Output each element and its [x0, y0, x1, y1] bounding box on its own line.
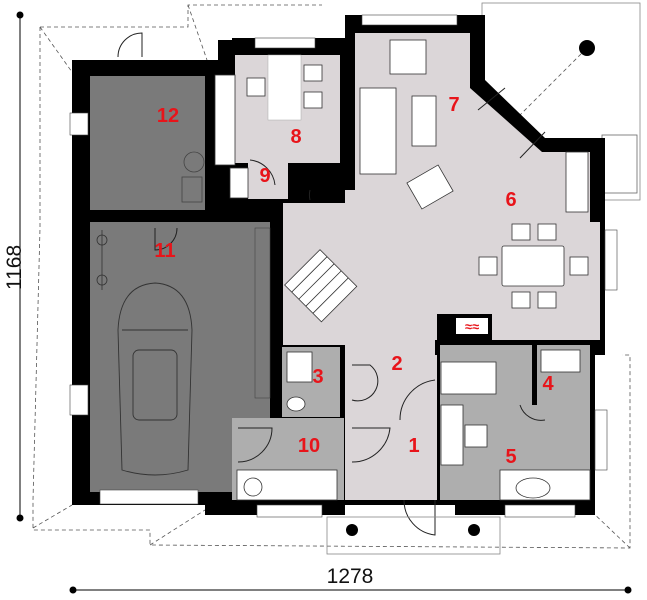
garage-shelf — [254, 227, 271, 399]
room-label-4: 4 — [542, 373, 554, 395]
svg-text:≈≈: ≈≈ — [465, 319, 479, 334]
fireplace-icon: ≈≈ — [437, 314, 492, 345]
kitchen-cabinet — [440, 404, 464, 466]
room-label-9: 9 — [259, 165, 270, 187]
bicycle-icon — [96, 230, 108, 290]
room-label-2: 2 — [391, 353, 402, 375]
room-12-floor — [90, 76, 205, 210]
column-icon — [468, 524, 480, 536]
car-icon — [117, 282, 193, 476]
room-label-7: 7 — [448, 94, 459, 116]
column-icon — [346, 524, 358, 536]
room-label-6: 6 — [505, 189, 516, 211]
shower-icon — [286, 351, 313, 383]
room-label-1: 1 — [408, 435, 419, 457]
dining-table — [501, 245, 565, 287]
room-label-12: 12 — [157, 105, 179, 127]
room-label-8: 8 — [290, 126, 301, 148]
boiler-icon — [183, 151, 205, 173]
terrace — [481, 2, 641, 201]
coffee-table — [411, 95, 437, 147]
washbasin-icon — [243, 477, 263, 497]
windows — [69, 14, 618, 518]
chair — [246, 77, 266, 97]
width-dimension: 1278 — [69, 565, 632, 594]
toilet-icon — [286, 396, 306, 412]
desk — [267, 54, 302, 121]
armchair — [406, 164, 454, 210]
porch — [326, 516, 501, 555]
cabinet — [565, 151, 589, 213]
cabinet — [229, 167, 249, 199]
room-label-5: 5 — [505, 446, 516, 468]
room-label-10: 10 — [298, 435, 320, 457]
chair — [303, 91, 323, 109]
stove-icon — [464, 424, 488, 448]
room-label-3: 3 — [312, 366, 323, 388]
doors[interactable] — [117, 32, 546, 536]
room-label-11: 11 — [154, 240, 175, 262]
height-label: 1168 — [3, 245, 26, 290]
sofa — [359, 87, 397, 175]
wardrobe — [214, 74, 236, 166]
armchair — [389, 39, 427, 75]
sink-icon — [515, 477, 551, 499]
stairs — [284, 249, 358, 323]
chair — [303, 64, 323, 82]
width-label: 1278 — [327, 565, 374, 588]
kitchen-cabinet — [440, 361, 497, 395]
column-icon — [579, 40, 595, 56]
height-dimension: 1168 — [3, 11, 26, 522]
